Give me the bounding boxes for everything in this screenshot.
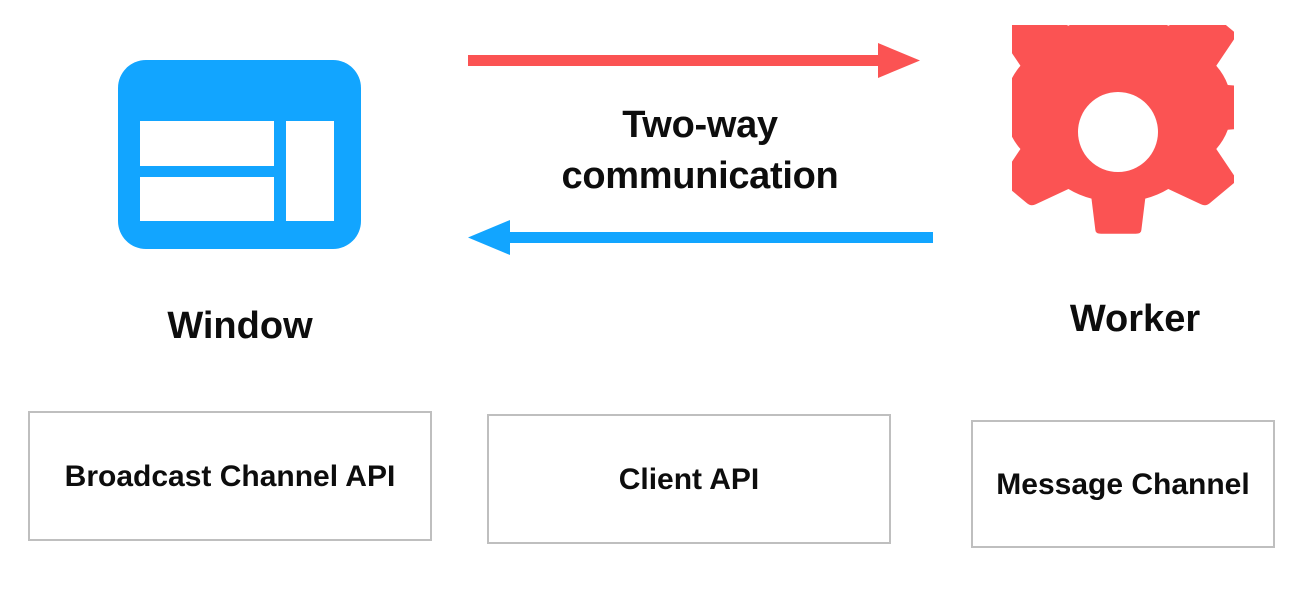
browser-window-icon xyxy=(118,60,361,249)
api-box-label: Client API xyxy=(618,462,760,496)
arrow-right-icon xyxy=(460,38,930,84)
node-label-window: Window xyxy=(167,305,313,347)
api-box-message-channel: Message Channel xyxy=(971,420,1275,548)
connection-caption-line-2: communication xyxy=(561,155,839,198)
node-label-worker: Worker xyxy=(1069,298,1201,340)
connection-caption-line-1: Two-way xyxy=(622,104,778,146)
api-box-broadcast-channel-api: Broadcast Channel API xyxy=(28,411,432,541)
api-box-label: Broadcast Channel API xyxy=(64,459,396,493)
api-box-label: Message Channel xyxy=(996,467,1250,501)
connection-caption: Two-way communication xyxy=(480,100,920,203)
api-box-client-api: Client API xyxy=(487,414,891,544)
gear-icon xyxy=(966,0,1271,253)
arrow-left-icon xyxy=(460,216,940,262)
